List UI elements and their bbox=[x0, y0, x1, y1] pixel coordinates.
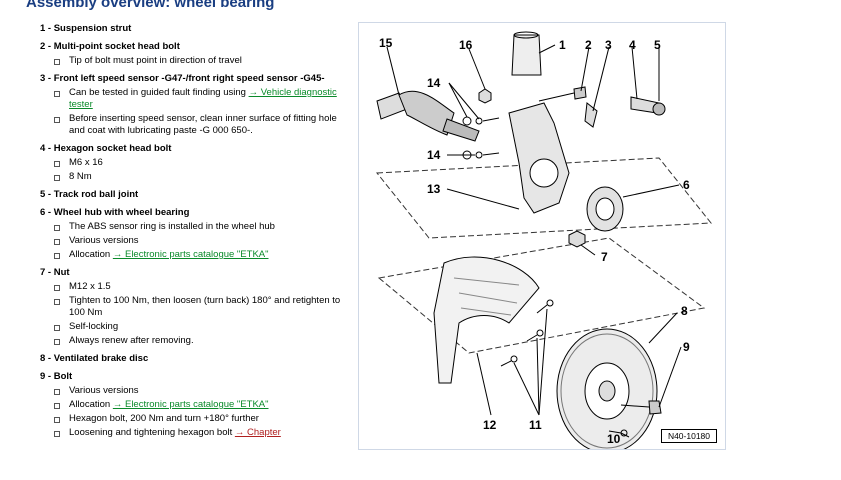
bullet-icon bbox=[54, 339, 60, 345]
callout-9: 9 bbox=[683, 340, 690, 354]
callout-2: 2 bbox=[585, 38, 592, 52]
bullet-icon bbox=[54, 175, 60, 181]
item-6-heading: 6 - Wheel hub with wheel bearing bbox=[40, 207, 190, 218]
list-item: Self-locking bbox=[54, 321, 350, 333]
item-5-heading: 5 - Track rod ball joint bbox=[40, 189, 139, 200]
bullet-icon bbox=[54, 389, 60, 395]
bullet-icon bbox=[54, 161, 60, 167]
figure-code: N40-10180 bbox=[660, 429, 717, 443]
bullet-icon bbox=[54, 91, 60, 97]
callout-1: 1 bbox=[559, 38, 566, 52]
list-item: The ABS sensor ring is installed in the … bbox=[54, 221, 350, 233]
exploded-view-figure: 15 16 1 2 3 4 5 14 14 13 6 7 8 9 12 11 1… bbox=[358, 22, 726, 450]
etka-link-2[interactable]: → Electronic parts catalogue "ETKA" bbox=[112, 399, 269, 410]
list-item: M12 x 1.5 bbox=[54, 281, 350, 293]
chapter-link[interactable]: → Chapter bbox=[234, 427, 281, 438]
item-8-heading: 8 - Ventilated brake disc bbox=[40, 353, 149, 364]
list-item: Various versions bbox=[54, 235, 350, 247]
bullet-icon bbox=[54, 117, 60, 123]
bullet-icon bbox=[54, 325, 60, 331]
callout-8: 8 bbox=[681, 304, 688, 318]
bullet-icon bbox=[54, 59, 60, 65]
list-item: M6 x 16 bbox=[54, 157, 350, 169]
list-item: Before inserting speed sensor, clean inn… bbox=[54, 113, 350, 137]
list-item: Allocation → Electronic parts catalogue … bbox=[54, 399, 350, 411]
callout-3: 3 bbox=[605, 38, 612, 52]
bullet-icon bbox=[54, 431, 60, 437]
bullet-icon bbox=[54, 225, 60, 231]
list-item: Can be tested in guided fault finding us… bbox=[54, 87, 350, 111]
item-2-heading: 2 - Multi-point socket head bolt bbox=[40, 41, 180, 52]
list-item: Loosening and tightening hexagon bolt → … bbox=[54, 427, 350, 439]
bullet-icon bbox=[54, 299, 60, 305]
item-9-heading: 9 - Bolt bbox=[40, 371, 73, 382]
bullet-icon bbox=[54, 239, 60, 245]
callout-7: 7 bbox=[601, 250, 608, 264]
page-title: Assembly overview: wheel bearing bbox=[26, 0, 275, 11]
callout-13: 13 bbox=[427, 182, 441, 196]
callout-16: 16 bbox=[459, 38, 473, 52]
list-item: Tighten to 100 Nm, then loosen (turn bac… bbox=[54, 295, 350, 319]
list-item: Tip of bolt must point in direction of t… bbox=[54, 55, 350, 67]
exploded-diagram-svg: 15 16 1 2 3 4 5 14 14 13 6 7 8 9 12 11 1… bbox=[376, 31, 712, 449]
list-item: Always renew after removing. bbox=[54, 335, 350, 347]
item-4-heading: 4 - Hexagon socket head bolt bbox=[40, 143, 172, 154]
list-item: Various versions bbox=[54, 385, 350, 397]
list-item: 8 Nm bbox=[54, 171, 350, 183]
bullet-icon bbox=[54, 417, 60, 423]
bullet-icon bbox=[54, 253, 60, 259]
callout-12: 12 bbox=[483, 418, 497, 432]
callout-5: 5 bbox=[654, 38, 661, 52]
item-3-heading: 3 - Front left speed sensor -G47-/front … bbox=[40, 73, 325, 84]
callout-14-upper: 14 bbox=[427, 76, 441, 90]
callout-6: 6 bbox=[683, 178, 690, 192]
list-item: Allocation → Electronic parts catalogue … bbox=[54, 249, 350, 261]
callout-11: 11 bbox=[529, 418, 542, 432]
list-item: Hexagon bolt, 200 Nm and turn +180° furt… bbox=[54, 413, 350, 425]
etka-link[interactable]: → Electronic parts catalogue "ETKA" bbox=[112, 249, 269, 260]
vehicle-diagnostic-tester-link[interactable]: → Vehicle diagnostic tester bbox=[69, 87, 337, 110]
callout-10: 10 bbox=[607, 432, 621, 446]
item-7-heading: 7 - Nut bbox=[40, 267, 70, 278]
callout-14-lower: 14 bbox=[427, 148, 441, 162]
callout-15: 15 bbox=[379, 36, 393, 50]
parts-list: 1 - Suspension strut 2 - Multi-point soc… bbox=[40, 22, 350, 439]
bullet-icon bbox=[54, 403, 60, 409]
item-1-heading: 1 - Suspension strut bbox=[40, 23, 132, 34]
callout-4: 4 bbox=[629, 38, 636, 52]
bullet-icon bbox=[54, 285, 60, 291]
